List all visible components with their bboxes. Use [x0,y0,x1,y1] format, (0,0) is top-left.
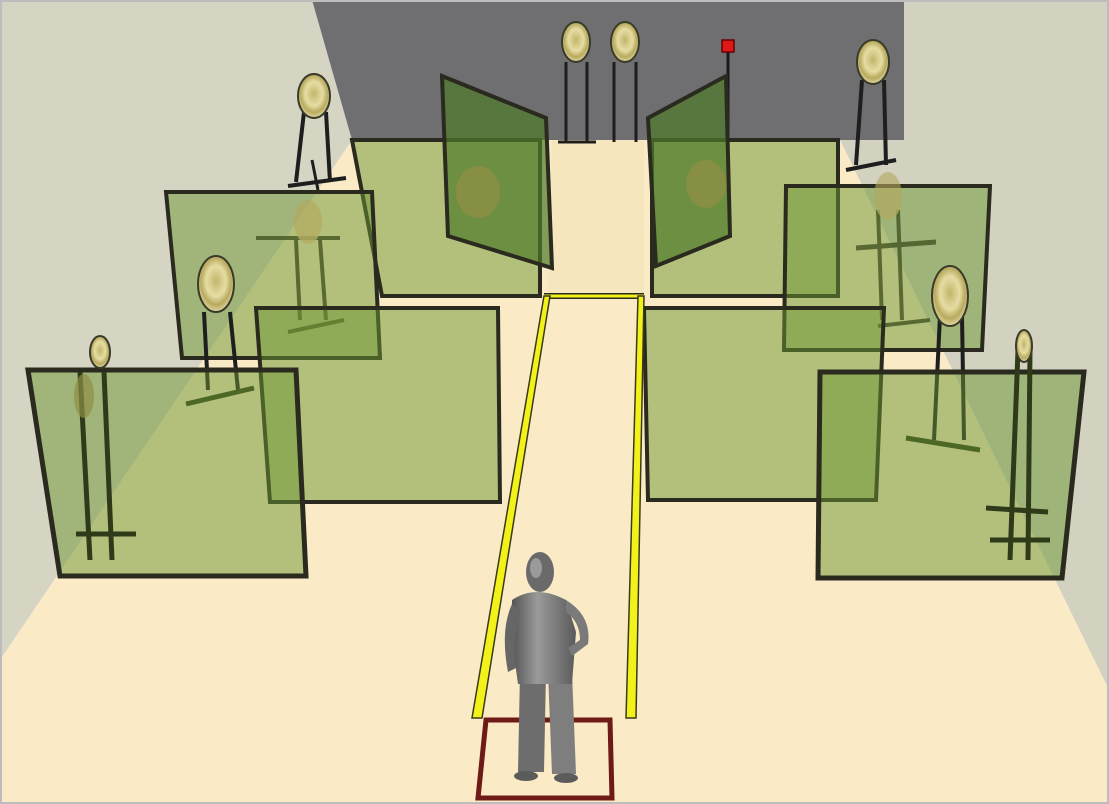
back-floor-opening [548,140,644,296]
bullseye-target-icon [1015,329,1033,363]
bullseye-target-icon [297,73,331,119]
bullseye-target-icon [856,39,890,85]
target-shadow-right-middle [855,172,937,328]
glass-door-right [645,72,733,269]
glass-panel-left-front-outer [25,367,309,579]
bullseye-target-icon [89,335,111,369]
glass-panel-right-front-outer [815,369,1087,581]
glass-door-left [439,72,555,271]
target-stand-back-center-left [558,21,596,144]
bullseye-target-icon [931,265,969,327]
bullseye-target-icon [610,21,640,63]
bullseye-target-icon [456,166,500,218]
target-stand-back-center-right [610,21,640,142]
bullseye-target-icon [561,21,591,63]
target-stand-front-right [985,329,1050,561]
back-wall [312,0,904,140]
red-alarm-light-icon [721,39,735,53]
lane-tape [471,293,645,719]
bullseye-target-icon [686,160,726,208]
bullseye-target-icon [197,255,235,313]
target-stand-back-left [287,73,347,191]
shooter-figure-icon [504,552,589,783]
target-stand-back-right [845,39,897,172]
target-stand-front-left [74,335,136,561]
